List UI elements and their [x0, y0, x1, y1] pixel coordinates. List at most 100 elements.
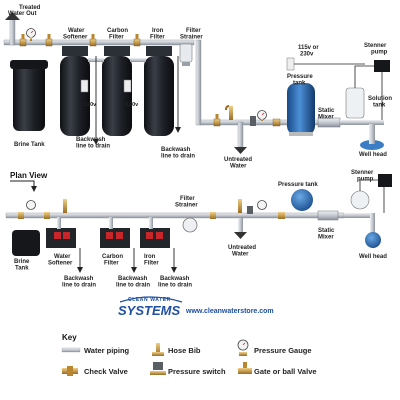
check-valve-icon	[62, 366, 78, 376]
brine-tank	[12, 230, 40, 256]
water-piping-icon	[61, 347, 81, 353]
gate-valve-icon	[238, 362, 252, 374]
brine-tank	[13, 64, 45, 131]
valve-head-icon	[54, 232, 61, 239]
iron-head	[146, 46, 172, 56]
pressure-gauge-icon	[26, 200, 36, 210]
plan-well-head-label: Well head	[359, 254, 387, 260]
stenner-pump	[374, 60, 390, 72]
iron-voltage: 120v	[126, 102, 139, 108]
water-pipe	[9, 17, 16, 46]
carbon-filter-head	[100, 228, 130, 248]
carbon-head	[104, 46, 130, 56]
brine-tank-label: Brine Tank	[14, 142, 45, 148]
outlet-icon	[123, 79, 132, 93]
iron-filter-tank	[144, 56, 174, 136]
outlet-icon	[286, 57, 295, 71]
check-valve-icon	[272, 118, 281, 127]
pressure-switch-icon	[150, 362, 166, 375]
valve-head-icon	[106, 232, 113, 239]
water-pipe	[130, 58, 146, 62]
pressure-tank	[287, 83, 315, 135]
gate-valve-icon	[45, 34, 53, 47]
brand-line-1: CLEAN WATER	[128, 297, 171, 303]
carbon-filter-tank	[102, 56, 132, 136]
brand-block: CLEAN WATER SYSTEMS www.cleanwaterstore.…	[118, 296, 274, 318]
arrow-down-icon	[171, 267, 177, 273]
water-pipe	[340, 120, 384, 125]
arrow-down-icon	[31, 186, 37, 192]
brand-url[interactable]: www.cleanwaterstore.com	[185, 308, 274, 315]
key-water-piping: Water piping	[84, 346, 130, 355]
key-check-valve: Check Valve	[84, 367, 128, 376]
pressure-gauge-icon	[257, 200, 267, 210]
arrow-down-icon	[77, 267, 83, 273]
water-softener-tank	[60, 56, 90, 136]
arrow-down-icon	[234, 147, 247, 154]
plan-view-title: Plan View	[10, 171, 48, 180]
brand-wave-icon	[119, 296, 183, 303]
solution-tank	[345, 87, 365, 119]
softener-head	[62, 46, 88, 56]
water-pipe	[5, 212, 345, 219]
valve-head-icon	[156, 232, 163, 239]
check-valve-icon	[278, 212, 285, 219]
gate-valve-icon	[133, 34, 141, 47]
arrow-down-icon	[175, 127, 181, 133]
stenner-pump	[378, 174, 392, 187]
water-pipe	[237, 121, 244, 148]
gate-valve-icon	[213, 114, 221, 127]
hose-bib-icon	[63, 199, 67, 213]
arrow-up-icon	[5, 12, 20, 20]
iron-filter-head	[140, 228, 170, 248]
well-pipe	[369, 124, 375, 144]
key-hose-bib: Hose Bib	[168, 346, 201, 355]
key-pressure-switch: Pressure switch	[168, 367, 226, 376]
brine-tank-lid	[10, 60, 48, 69]
gate-valve-icon	[89, 34, 97, 47]
hose-bib-icon	[238, 199, 242, 213]
elevation-view: Brine Tank 120v 120v	[3, 5, 392, 170]
well-head	[360, 140, 384, 150]
well-head-label: Well head	[359, 152, 387, 158]
hose-bib-icon	[225, 105, 233, 120]
suction-tube	[354, 65, 374, 88]
gate-valve-icon	[210, 212, 216, 219]
hose-bib-icon	[152, 343, 164, 356]
gate-valve-icon	[44, 212, 50, 219]
softener-voltage: 120v	[84, 102, 97, 108]
brand-line-2: SYSTEMS	[118, 303, 180, 318]
outlet-icon	[80, 79, 89, 93]
gate-valve-icon	[19, 34, 27, 47]
water-pipe	[195, 39, 202, 126]
water-pipe	[3, 39, 195, 46]
filter-strainer	[179, 43, 193, 63]
pressure-tank	[291, 189, 313, 211]
arrow-down-icon	[234, 232, 247, 239]
valve-head-icon	[63, 232, 70, 239]
legend-key: Key Water piping Hose Bib Pressure Gauge…	[61, 333, 317, 376]
